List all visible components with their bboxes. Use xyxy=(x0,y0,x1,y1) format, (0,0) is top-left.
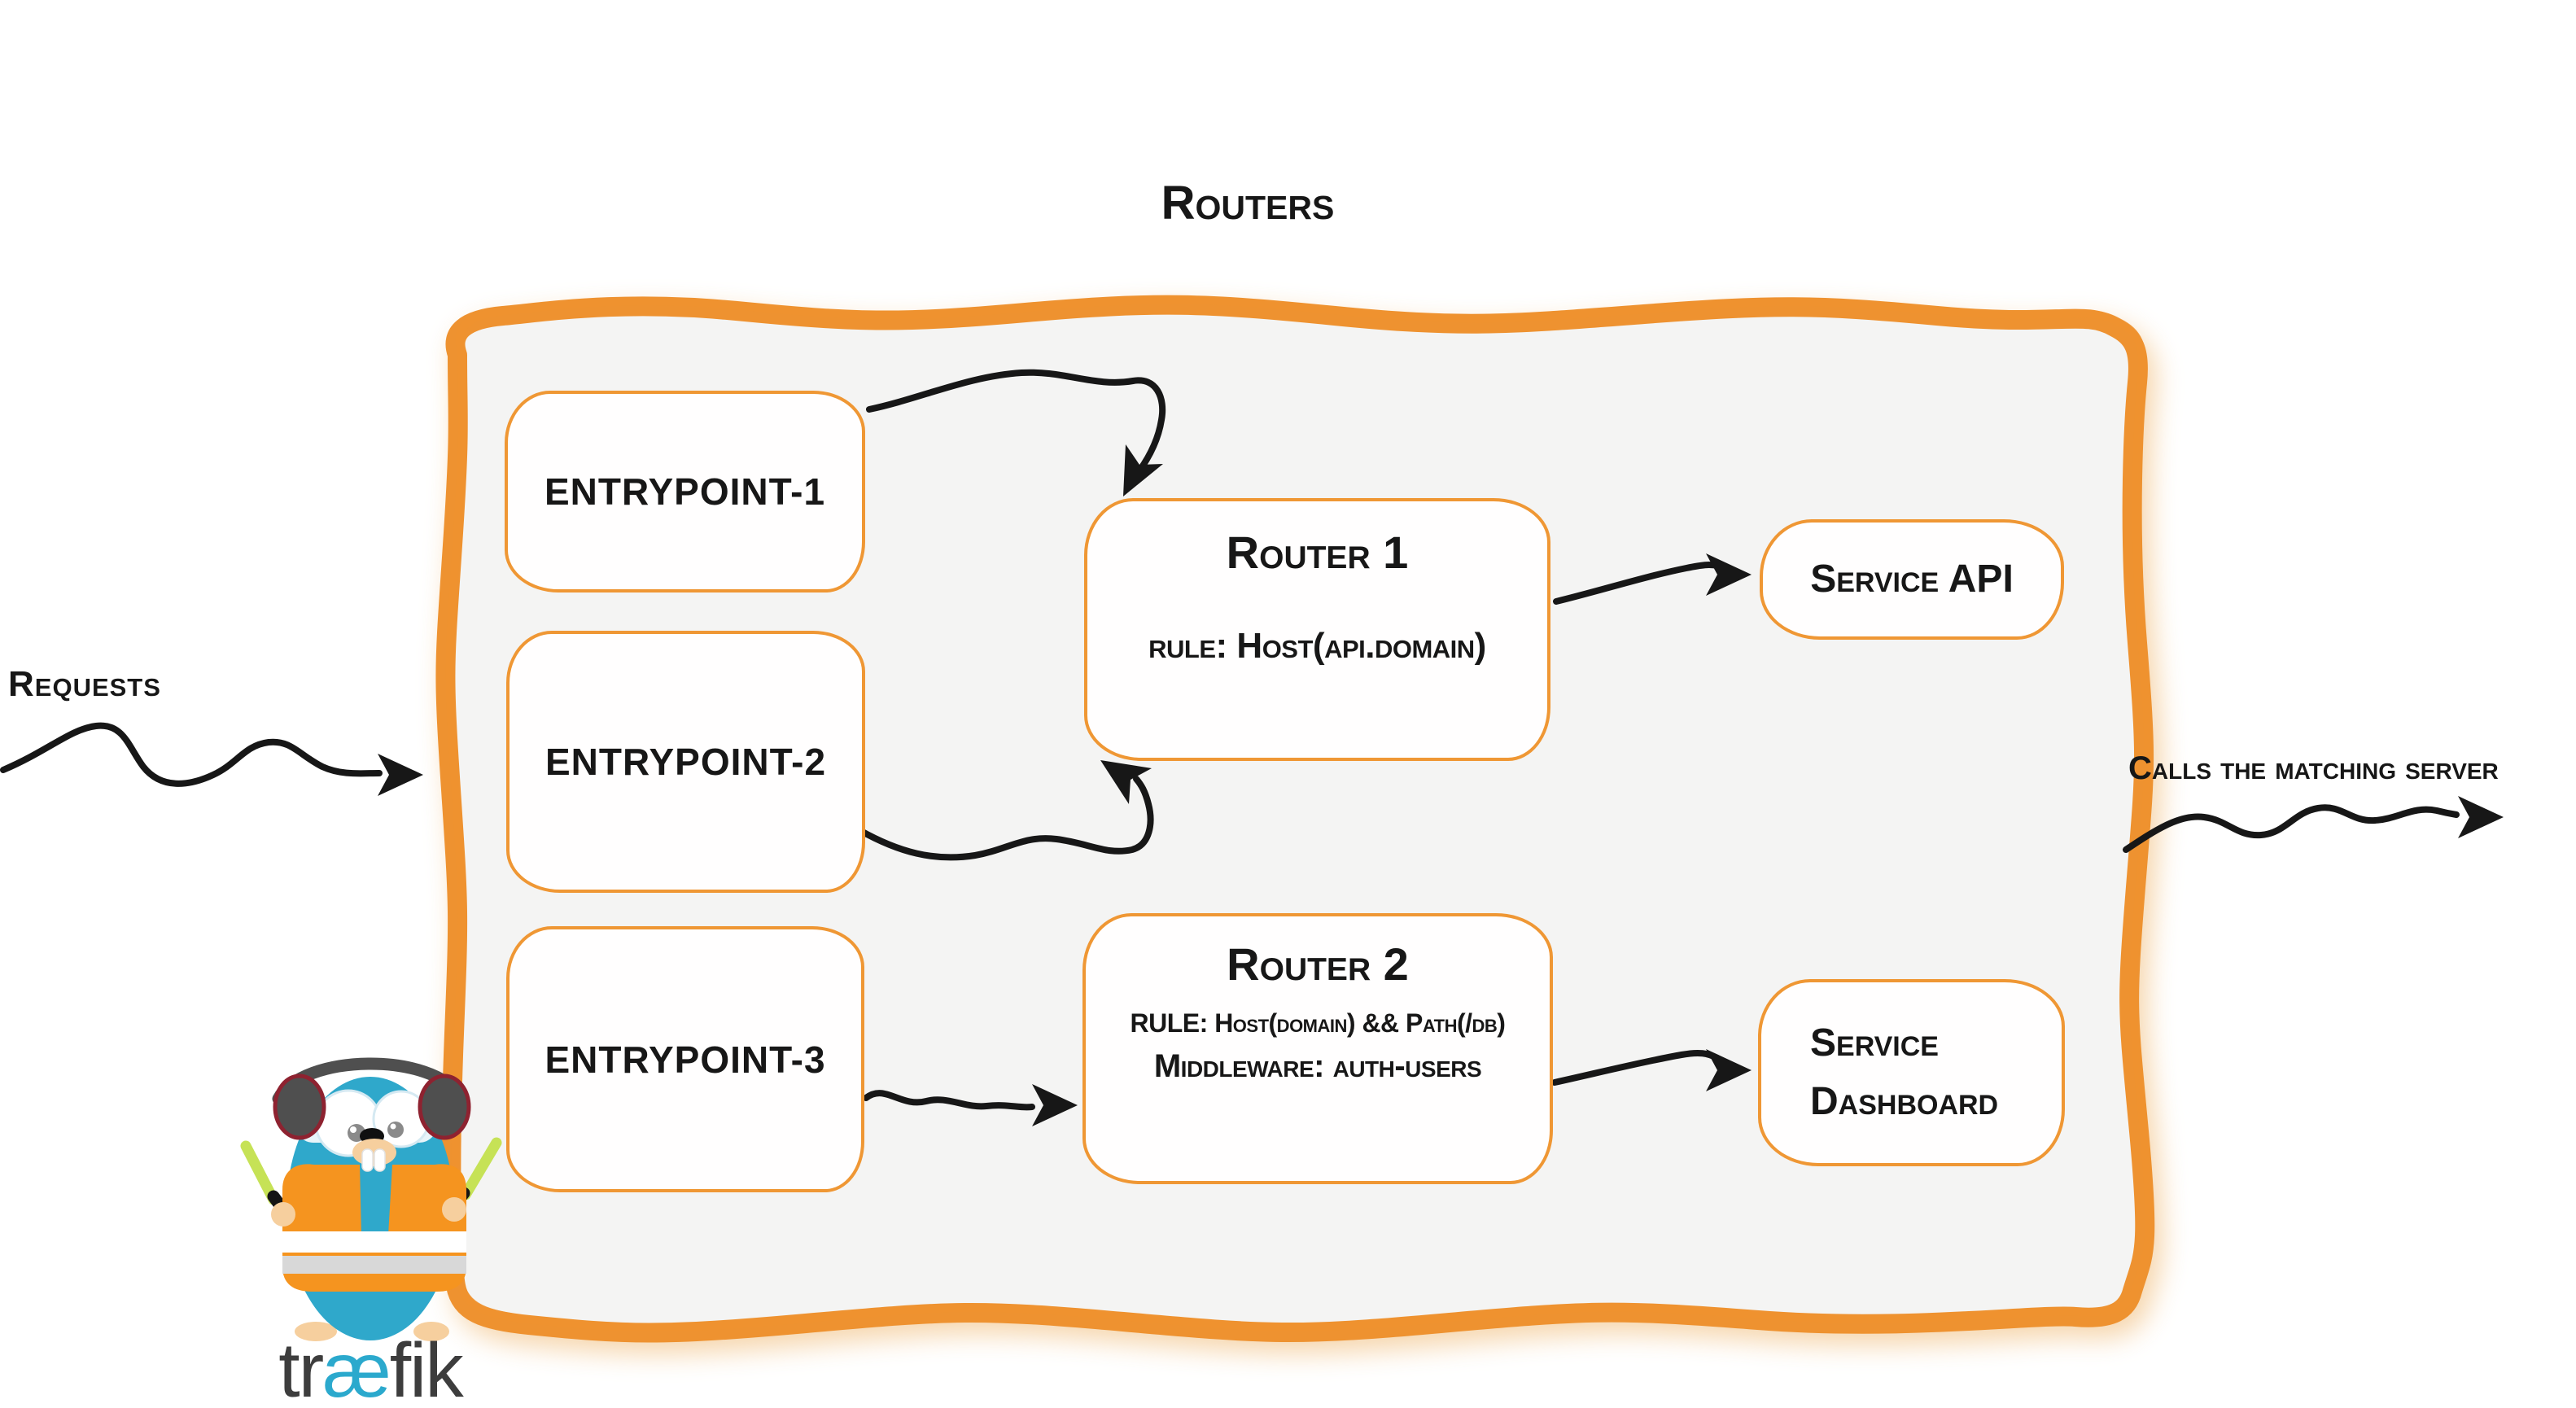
entrypoint-3-label: entrypoint-3 xyxy=(545,1038,826,1081)
entrypoint-1-box: entrypoint-1 xyxy=(505,391,865,592)
gopher-safety-vest xyxy=(282,1164,466,1292)
entrypoint3-to-router2-arrow xyxy=(863,1084,1078,1126)
router-1-title: Router 1 xyxy=(1226,527,1409,578)
requests-arrow xyxy=(0,722,423,796)
router-1-rule: rule: Host(api.domain) xyxy=(1148,626,1486,666)
gopher-muzzle xyxy=(352,1139,396,1172)
router-1-box: Router 1 rule: Host(api.domain) xyxy=(1084,498,1550,761)
router-2-middleware: Middleware: auth-users xyxy=(1153,1048,1482,1084)
entrypoint-3-box: entrypoint-3 xyxy=(506,926,864,1192)
service-dashboard-box: Service Dashboard xyxy=(1758,979,2065,1166)
gopher-goggles xyxy=(295,1089,437,1157)
service-api-label: Service API xyxy=(1810,558,2014,601)
router-2-title: Router 2 xyxy=(1227,938,1409,990)
wordmark-tr: tr xyxy=(278,1327,324,1408)
entrypoint2-to-router1-arrow xyxy=(856,760,1154,861)
requests-label: Requests xyxy=(8,664,161,704)
entrypoint-1-label: entrypoint-1 xyxy=(544,470,826,513)
diagram-title: Routers xyxy=(1161,177,1335,230)
wordmark-ae: æ xyxy=(322,1327,391,1408)
service-api-box: Service API xyxy=(1760,519,2064,640)
wordmark-fik: fik xyxy=(389,1327,464,1408)
gopher-left-foot xyxy=(295,1322,337,1341)
router-2-box: Router 2 RULE: Host(domain) && Path(/db)… xyxy=(1082,913,1553,1184)
entrypoint-2-box: entrypoint-2 xyxy=(506,631,865,893)
router-2-rule: RULE: Host(domain) && Path(/db) xyxy=(1130,1008,1506,1038)
entrypoint1-to-router1-arrow xyxy=(866,369,1166,496)
calls-matching-server-label: Calls the matching server xyxy=(2128,750,2499,786)
gopher-headphones xyxy=(272,1057,471,1140)
traefik-wordmark: træfik xyxy=(244,1327,496,1408)
service-dashboard-label: Service Dashboard xyxy=(1810,1021,1999,1123)
gopher-left-hand xyxy=(271,1202,295,1227)
entrypoint-2-label: entrypoint-2 xyxy=(545,741,827,783)
traefik-gopher-logo xyxy=(240,1057,502,1341)
gopher-right-hand xyxy=(442,1197,466,1222)
outbound-arrow xyxy=(2123,796,2504,853)
router2-to-service-dashboard-arrow xyxy=(1551,1049,1752,1091)
gopher-right-foot xyxy=(413,1322,449,1341)
router1-to-service-api-arrow xyxy=(1553,553,1752,605)
